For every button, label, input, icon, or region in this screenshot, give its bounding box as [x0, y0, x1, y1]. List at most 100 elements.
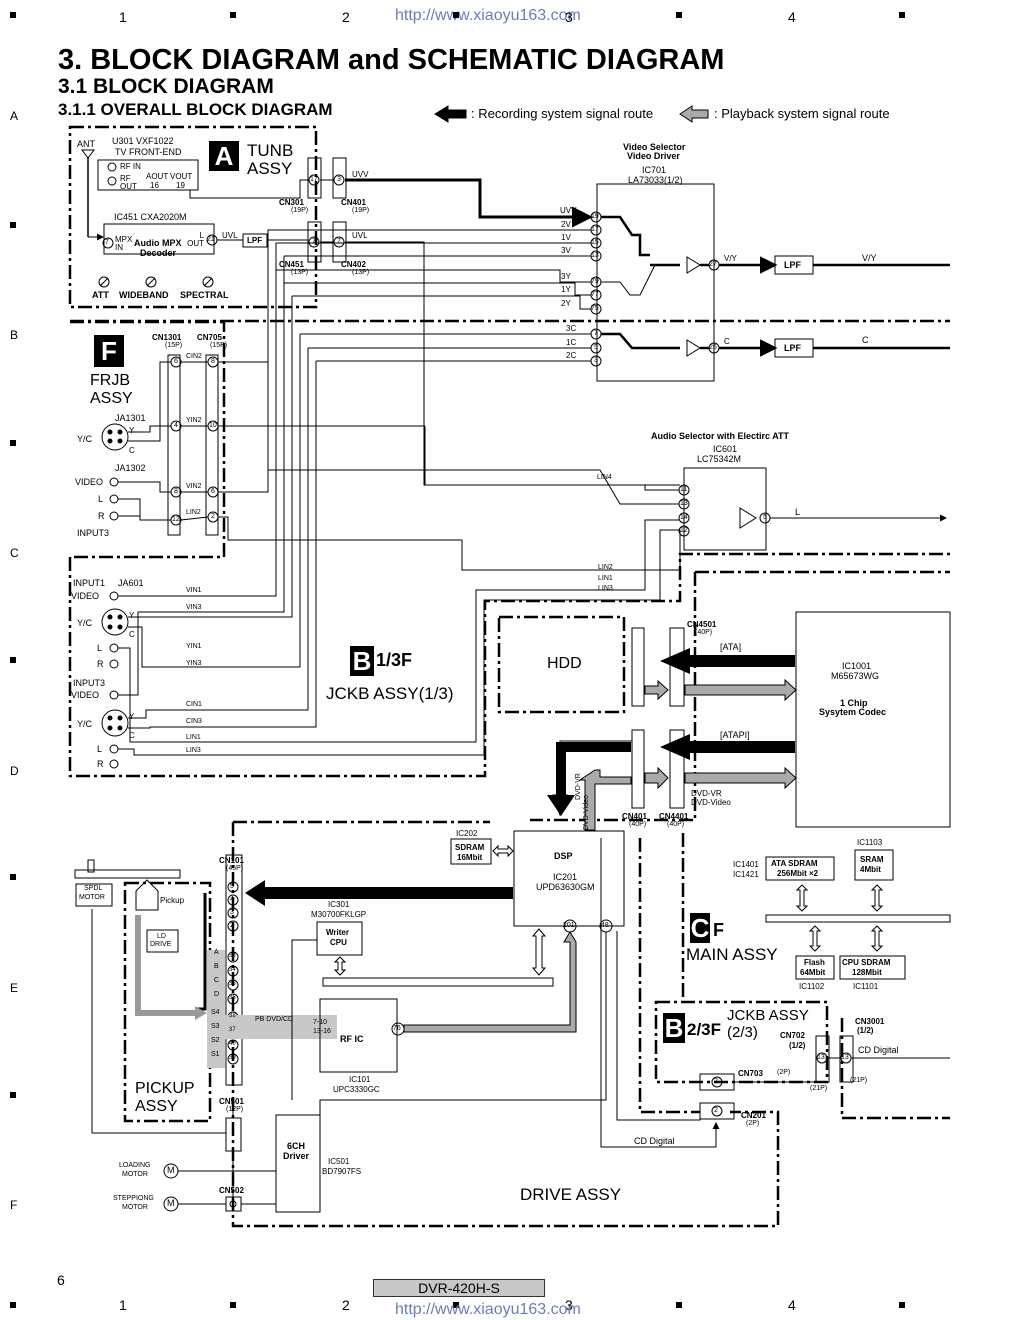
6ch-driver-label-2: Driver: [283, 1151, 310, 1161]
lin3-audio-label: LIN3: [598, 585, 613, 592]
cn1301-pins: (15P): [165, 342, 183, 349]
lpf-c-label: LPF: [784, 343, 801, 353]
frjb-title-2: ASSY: [90, 390, 133, 407]
frjb-l-label: L: [98, 494, 104, 504]
input3-video-label: VIDEO: [71, 690, 100, 700]
pickup-sig-s1: S1: [211, 1051, 220, 1058]
lin4-label: LIN4: [597, 474, 612, 481]
ja1302-video-jack: [109, 477, 119, 487]
jckb23-title-1: JCKB ASSY: [727, 1007, 809, 1024]
cn4501-label: CN4501: [687, 620, 717, 629]
audio-l-output-label: L: [795, 507, 801, 517]
spdl-turntable: [74, 869, 181, 879]
cn3001-connector: [839, 1035, 854, 1083]
vs-input-1v: 1V: [561, 233, 571, 242]
section-title: 3.1 BLOCK DIAGRAM: [58, 75, 274, 98]
rf-in-label: RF IN: [120, 162, 141, 171]
audio-mpx-decoder-box: [103, 223, 215, 255]
footer-column-2: 2: [342, 1297, 350, 1313]
cn101-pin-35: 35: [229, 981, 236, 987]
as-pin-12: 12: [680, 527, 688, 534]
cn101-connector: [225, 854, 243, 1086]
frjb-assy: [101, 354, 219, 536]
dvd-video-label: DVD-Video: [691, 798, 731, 807]
lpf-uvl-label: LPF: [247, 236, 263, 245]
cn401-dvd-connector: [631, 729, 645, 809]
input1-video-jack: [109, 591, 119, 601]
rf-ic-box: [319, 998, 398, 1073]
lin1-label: LIN1: [186, 734, 201, 741]
cn705-pin-2: 2: [211, 513, 215, 520]
row-letter-b: B: [10, 328, 19, 342]
jckb23-assy: [600, 838, 950, 1148]
pickup-sig-c: C: [214, 977, 220, 984]
stepping-motor-label-1: STEPPIONG: [113, 1195, 154, 1202]
wideband-label: WIDEBAND: [119, 290, 169, 300]
column-number-1: 1: [119, 9, 127, 25]
jckb13-inputs: [101, 243, 679, 769]
cn401-dvd-pins: (40P): [629, 821, 647, 828]
frjb-y-label: Y: [129, 426, 135, 435]
ata-play-arrow: [684, 678, 797, 702]
frjb-letter: F: [94, 335, 124, 367]
cn401-dvd-label: CN401: [622, 812, 647, 821]
dsp-record-arrow: [547, 742, 631, 816]
drive-assy-right: [638, 838, 700, 1114]
dsp-label: DSP: [554, 851, 573, 861]
tunb-assy: [81, 149, 347, 288]
cn101-pin-33: 33: [229, 953, 236, 959]
cn451-pin-7: 7: [312, 238, 316, 245]
cpu-sdram-box: [839, 955, 906, 980]
video-selector: [590, 183, 950, 382]
ic1001-label: IC1001: [842, 661, 872, 671]
spectral-adjust-icon: [202, 276, 214, 288]
ic1421-label: IC1421: [733, 870, 759, 879]
pickup-sig-s3: S3: [211, 1023, 220, 1030]
lout-pin-21: 21: [207, 236, 215, 243]
footer-column-1: 1: [119, 1297, 127, 1313]
jckb13-boundary-lower: [68, 552, 950, 778]
spectral-label: SPECTRAL: [180, 290, 229, 300]
yin1-label: YIN1: [186, 643, 202, 650]
pickup-sig-s4: S4: [211, 1009, 220, 1016]
cn201-label: CN201: [741, 1111, 766, 1120]
column-number-4: 4: [788, 9, 796, 25]
dsp-pin-48: 48: [601, 922, 609, 929]
input3-r-jack: [109, 759, 119, 769]
pickup-sig-d: D: [214, 991, 220, 998]
ic601-box: [683, 467, 767, 551]
rf-in-terminal: [107, 162, 117, 172]
sram-box: [854, 849, 894, 881]
legend-recording-arrow: [434, 105, 467, 123]
cn702-pin-13: 13: [817, 1054, 825, 1061]
vs-input-1y: 1Y: [561, 285, 571, 294]
dvd-video-vertical: DVD-Video: [583, 795, 590, 830]
atapi-label: [ATAPI]: [720, 730, 750, 740]
main-assy-letter: C: [690, 913, 710, 943]
ic601-part: LC75342M: [697, 454, 742, 464]
cn101-pin-34: 34: [229, 967, 236, 973]
att-label: ATT: [92, 290, 109, 300]
cn401-pins: (19P): [352, 207, 370, 214]
cn301-pins: (19P): [291, 207, 309, 214]
vy-label-2: V/Y: [862, 253, 877, 263]
c-label-2: C: [862, 335, 869, 345]
vs-out-pin-25: 25: [709, 344, 717, 351]
footer-url[interactable]: http://www.xiaoyu163.com: [395, 1301, 581, 1318]
registration-marks: [10, 12, 905, 1308]
header-url[interactable]: http://www.xiaoyu163.com: [395, 7, 581, 24]
ata-sdram-box: [765, 856, 835, 881]
jckb13-letter: B: [350, 646, 374, 676]
dvd-vr-label: DVD-VR: [691, 789, 722, 798]
sram-label-1: SRAM: [860, 855, 884, 864]
codec-label-2: Sysytem Codec: [819, 707, 887, 717]
vout-pin: 19: [176, 181, 185, 190]
cn705-pin-8: 8: [211, 358, 215, 365]
jckb23-title-2: (2/3): [727, 1024, 758, 1041]
legend-playback: : Playback system signal route: [714, 106, 890, 121]
rf-to-dsp-arrow: [403, 931, 577, 1033]
cn301-label: CN301: [279, 198, 304, 207]
audio-selector-title: Audio Selector with Electirc ATT: [651, 431, 790, 441]
cn401-label: CN401: [341, 198, 366, 207]
